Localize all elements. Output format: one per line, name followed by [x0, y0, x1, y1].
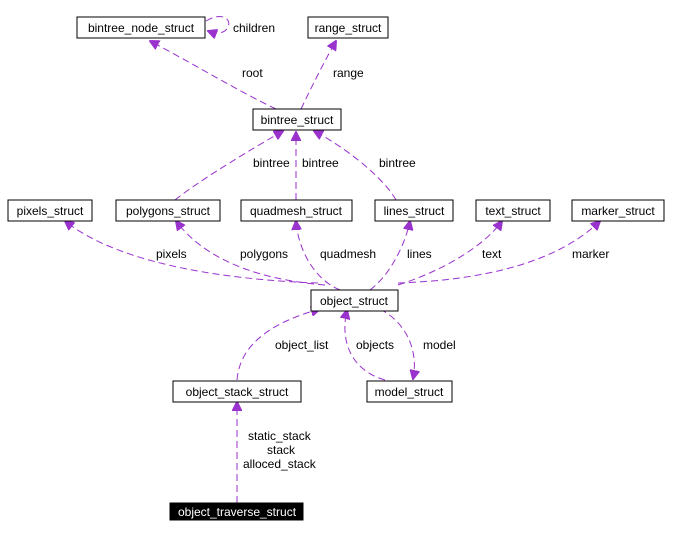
edge-model	[379, 308, 414, 379]
node-object-stack-struct[interactable]: object_stack_struct	[172, 380, 302, 403]
nodes: bintree_node_struct range_struct bintree…	[7, 16, 665, 521]
edge-children	[205, 16, 230, 33]
edge-labels: children root range bintree bintree bint…	[156, 21, 609, 471]
edge-label-bintree-lines: bintree	[379, 156, 416, 170]
node-label: object_struct	[320, 294, 389, 308]
edge-label-stack: stack	[267, 443, 296, 457]
node-label: text_struct	[485, 204, 541, 218]
node-label: model_struct	[375, 385, 444, 399]
node-lines-struct[interactable]: lines_struct	[374, 199, 454, 222]
edge-label-bintree-quadmesh: bintree	[302, 156, 339, 170]
node-label: lines_struct	[384, 204, 445, 218]
node-label: quadmesh_struct	[250, 204, 343, 218]
edge-label-model: model	[423, 338, 456, 352]
node-polygons-struct[interactable]: polygons_struct	[115, 199, 221, 222]
edge-label-polygons: polygons	[240, 247, 288, 261]
node-label: object_stack_struct	[186, 385, 289, 399]
edge-text	[397, 221, 502, 286]
edge-label-quadmesh: quadmesh	[320, 247, 376, 261]
node-pixels-struct[interactable]: pixels_struct	[7, 199, 93, 222]
node-label: polygons_struct	[126, 204, 211, 218]
edge-label-text: text	[482, 247, 502, 261]
edge-polygons	[176, 221, 326, 286]
node-bintree-struct[interactable]: bintree_struct	[252, 108, 342, 131]
node-range-struct[interactable]: range_struct	[307, 16, 389, 39]
node-label: object_traverse_struct	[178, 505, 297, 519]
edge-pixels	[65, 221, 319, 284]
edge-label-children: children	[233, 21, 275, 35]
node-text-struct[interactable]: text_struct	[475, 199, 551, 222]
edge-label-marker: marker	[572, 247, 609, 261]
node-label: range_struct	[315, 21, 382, 35]
edges	[65, 16, 600, 503]
edge-label-objects: objects	[356, 338, 394, 352]
edge-label-pixels: pixels	[156, 247, 187, 261]
edge-bintree-lines	[314, 131, 397, 201]
edge-marker	[397, 221, 600, 284]
edge-quadmesh	[296, 221, 341, 291]
node-quadmesh-struct[interactable]: quadmesh_struct	[240, 199, 353, 222]
node-object-traverse-struct[interactable]: object_traverse_struct	[169, 502, 304, 521]
edge-label-bintree-polygons: bintree	[253, 156, 290, 170]
node-label: bintree_struct	[261, 113, 334, 127]
edge-label-alloced-stack: alloced_stack	[243, 457, 317, 471]
node-label: pixels_struct	[17, 204, 84, 218]
node-bintree-node-struct[interactable]: bintree_node_struct	[76, 16, 206, 39]
node-label: bintree_node_struct	[88, 21, 195, 35]
edge-label-object-list: object_list	[275, 338, 329, 352]
edge-root	[150, 41, 277, 110]
node-label: marker_struct	[581, 204, 655, 218]
edge-bintree-polygons	[174, 131, 283, 201]
edge-label-root: root	[242, 66, 263, 80]
edge-label-lines: lines	[407, 247, 432, 261]
edge-label-range: range	[333, 66, 364, 80]
edge-objects	[345, 310, 386, 381]
edge-object-list	[236, 309, 320, 381]
edge-range	[300, 41, 336, 110]
edge-label-static-stack: static_stack	[248, 429, 312, 443]
node-marker-struct[interactable]: marker_struct	[571, 199, 665, 222]
node-model-struct[interactable]: model_struct	[366, 380, 453, 403]
node-object-struct[interactable]: object_struct	[310, 289, 399, 312]
